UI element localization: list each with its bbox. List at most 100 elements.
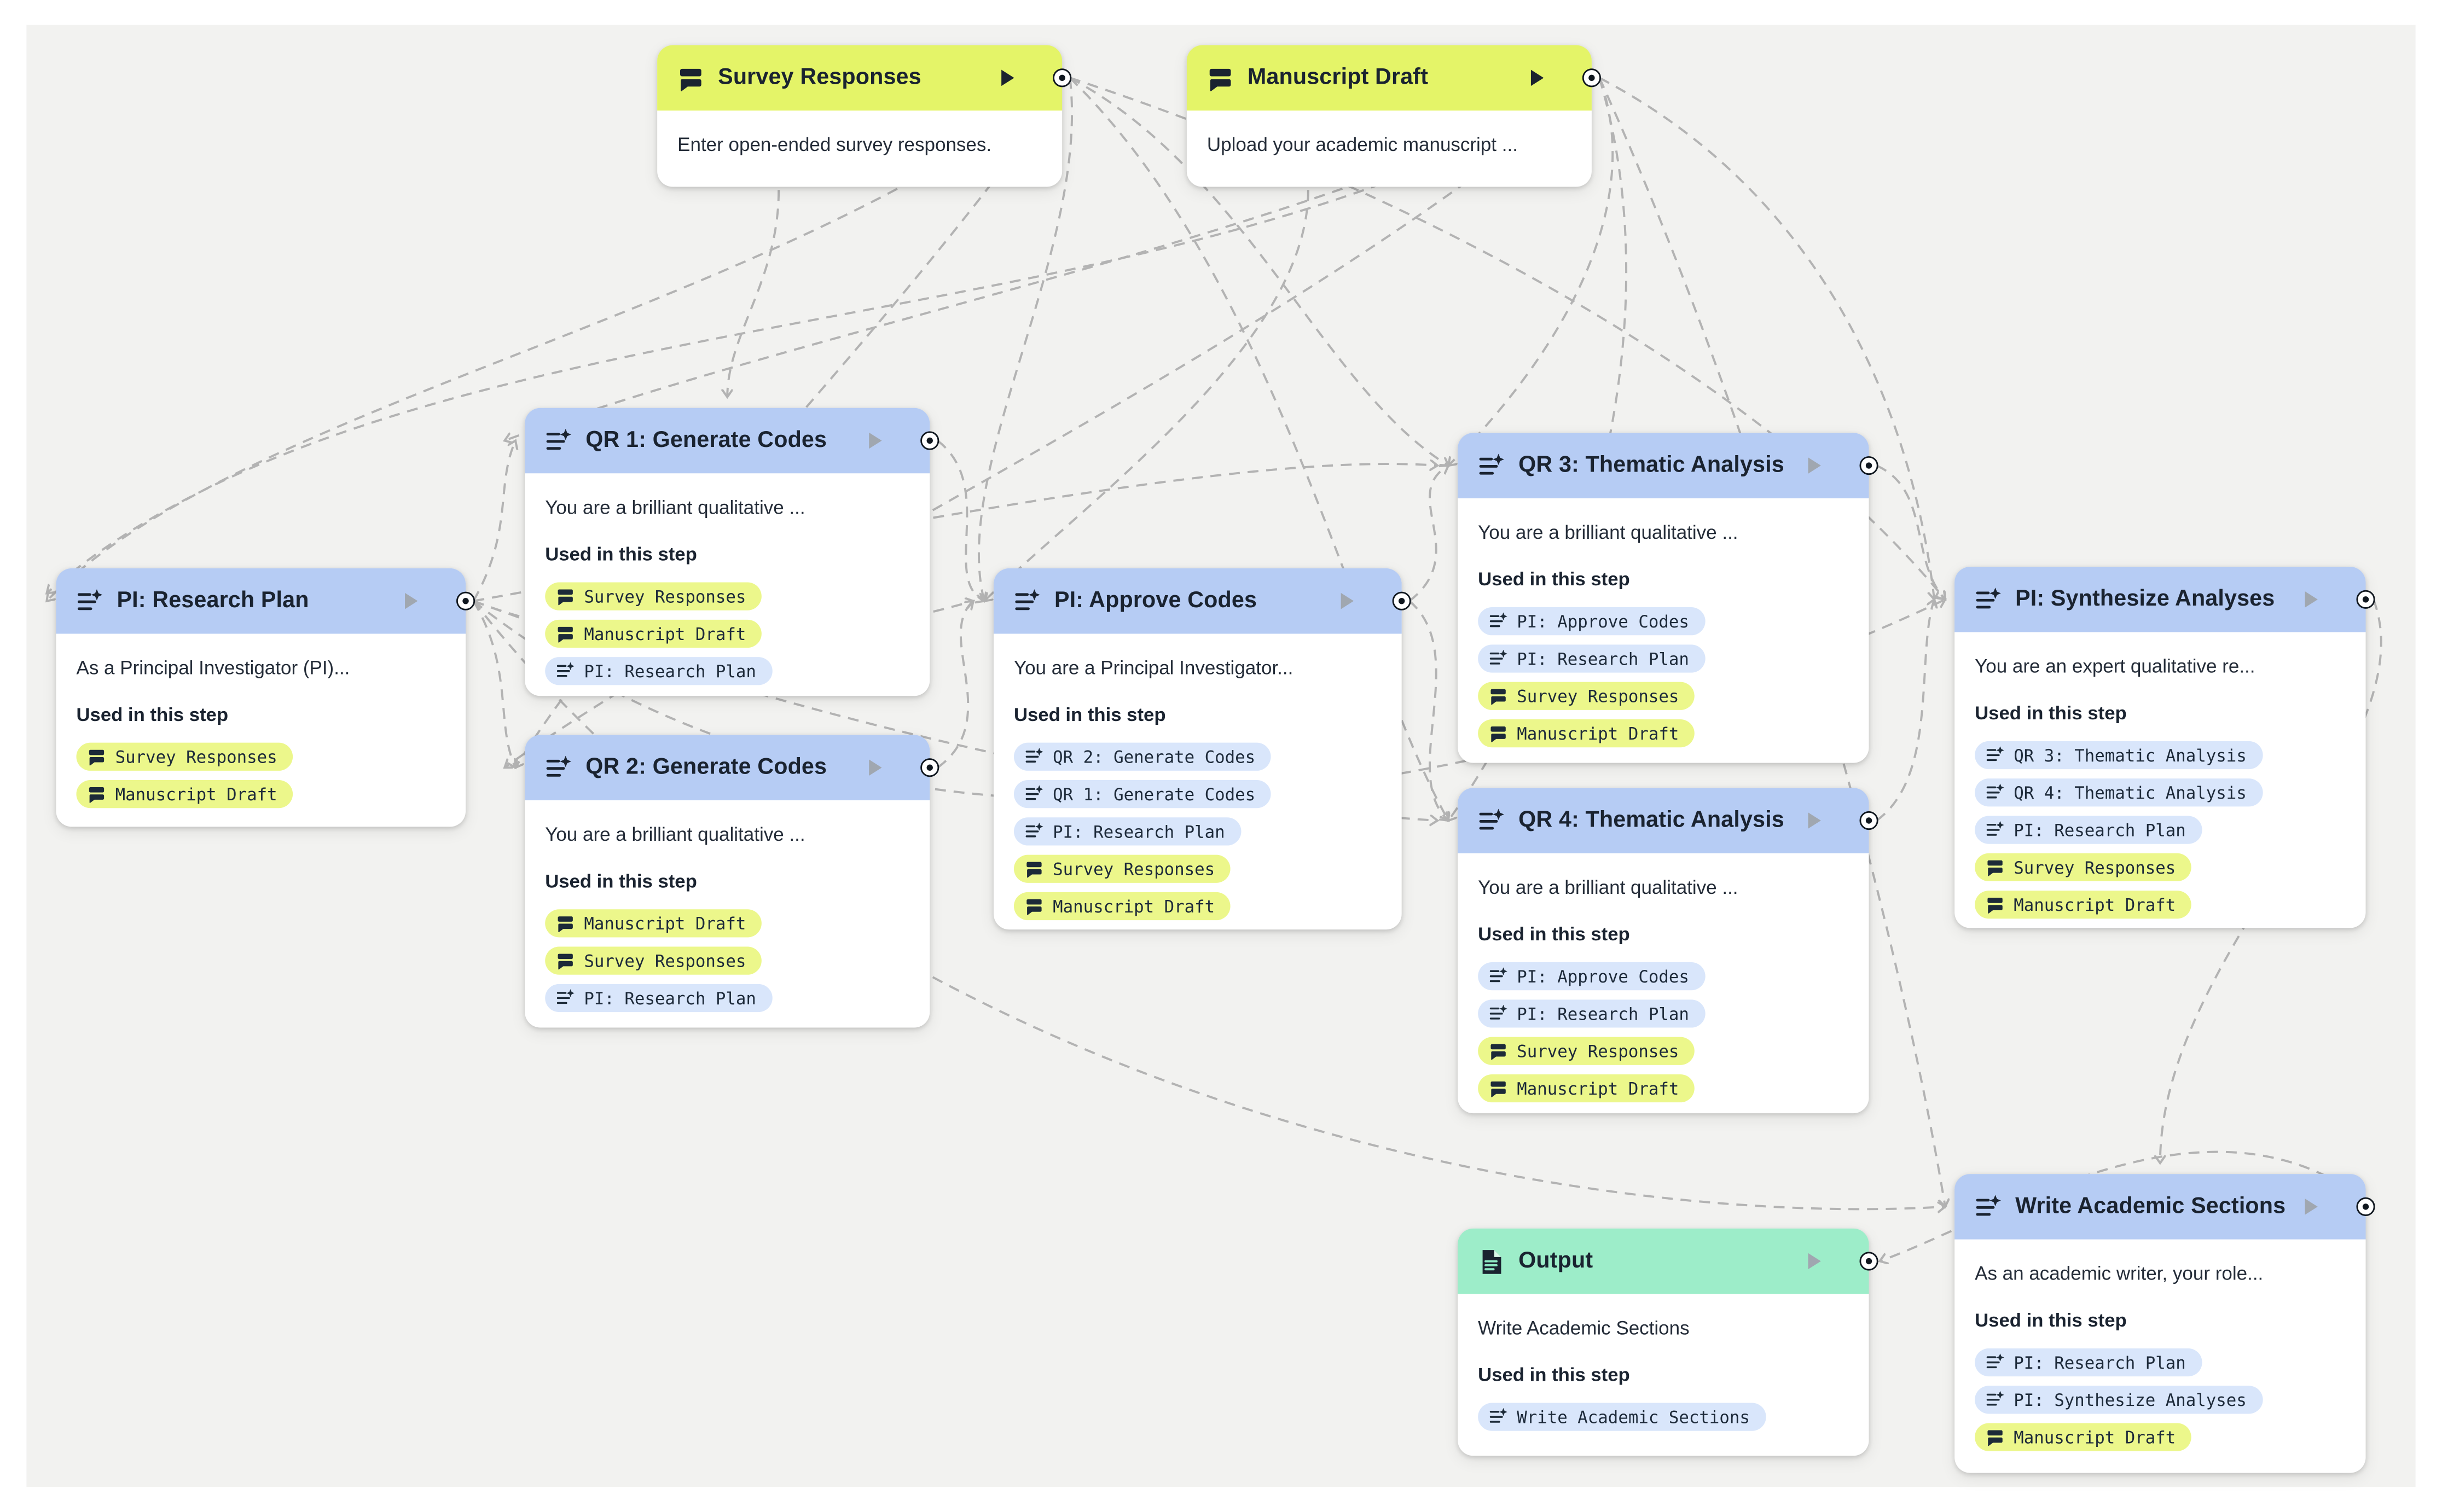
node-body: You are a brilliant qualitative ...Used … <box>525 473 930 703</box>
input-icon <box>87 747 106 766</box>
run-node-button[interactable] <box>403 592 419 610</box>
node-header[interactable]: QR 3: Thematic Analysis <box>1458 433 1878 498</box>
run-node-button[interactable] <box>1339 592 1355 610</box>
prompt-icon <box>1025 747 1043 766</box>
output-port[interactable] <box>1582 68 1601 88</box>
node-body: You are a Principal Investigator...Used … <box>994 633 1402 939</box>
edge-pi-research-plan-to-qr1-generate-codes <box>472 441 515 602</box>
node-header[interactable]: PI: Research Plan <box>56 568 475 634</box>
input-icon <box>1207 65 1233 91</box>
run-node-button[interactable] <box>1807 456 1822 475</box>
output-port[interactable] <box>1859 1252 1878 1271</box>
used-step-chip: PI: Research Plan <box>1975 1348 2202 1377</box>
run-node-button[interactable] <box>2304 1197 2319 1216</box>
input-icon <box>1489 1042 1507 1060</box>
prompt-icon <box>1975 586 2001 613</box>
used-step-chip: Manuscript Draft <box>545 909 762 938</box>
prompt-icon <box>1478 452 1504 479</box>
chip-label: PI: Synthesize Analyses <box>2014 1389 2247 1410</box>
node-body: Enter open-ended survey responses. <box>657 111 1062 176</box>
node-body: As a Principal Investigator (PI)...Used … <box>56 633 466 827</box>
node-title: Survey Responses <box>718 65 921 91</box>
edge-survey-responses-to-pi-approve-codes <box>979 78 1074 601</box>
output-port[interactable] <box>1859 456 1878 475</box>
node-description: Write Academic Sections <box>1478 1317 1690 1339</box>
output-port[interactable] <box>2356 1197 2375 1216</box>
output-port[interactable] <box>920 431 939 450</box>
used-in-step-label: Used in this step <box>1478 568 1630 590</box>
output-port[interactable] <box>456 591 475 610</box>
input-icon <box>1489 687 1507 705</box>
node-title: PI: Approve Codes <box>1054 588 1257 614</box>
used-in-step-label: Used in this step <box>1975 702 2127 724</box>
run-node-button[interactable] <box>1529 68 1545 87</box>
chip-label: Survey Responses <box>115 746 277 767</box>
edge-pi-research-plan-to-pi-synthesize-analyses <box>473 600 1945 802</box>
prompt-icon <box>556 988 575 1007</box>
node-header[interactable]: QR 1: Generate Codes <box>525 408 939 474</box>
node-header[interactable]: QR 4: Thematic Analysis <box>1458 788 1878 853</box>
node-header[interactable]: Survey Responses <box>657 45 1072 111</box>
output-port[interactable] <box>2356 590 2375 609</box>
used-step-chip: Manuscript Draft <box>1478 1074 1695 1103</box>
node-title: QR 1: Generate Codes <box>585 428 827 453</box>
node-header[interactable]: Manuscript Draft <box>1186 45 1601 111</box>
input-icon <box>1025 897 1043 915</box>
document-icon <box>1478 1248 1504 1274</box>
output-port[interactable] <box>1859 811 1878 830</box>
used-step-chip: PI: Research Plan <box>1013 817 1241 846</box>
used-step-chip: Survey Responses <box>1478 1037 1695 1065</box>
node-description: You are an expert qualitative re... <box>1975 655 2255 678</box>
node-header[interactable]: QR 2: Generate Codes <box>525 735 939 800</box>
output-port[interactable] <box>1392 591 1411 610</box>
edge-manuscript-draft-to-qr2-generate-codes <box>504 77 1600 767</box>
node-header[interactable]: PI: Synthesize Analyses <box>1954 567 2375 632</box>
run-node-button[interactable] <box>1807 811 1822 830</box>
input-icon <box>556 587 575 606</box>
prompt-icon <box>1025 785 1043 804</box>
output-port[interactable] <box>920 758 939 777</box>
edge-manuscript-draft-to-pi-synthesize-analyses <box>1599 77 1934 600</box>
node-header[interactable]: Write Academic Sections <box>1954 1174 2375 1240</box>
run-node-button[interactable] <box>867 431 883 450</box>
output-port[interactable] <box>1053 68 1072 88</box>
prompt-icon <box>1478 807 1504 834</box>
chip-label: PI: Research Plan <box>1517 1003 1689 1024</box>
node-title: QR 4: Thematic Analysis <box>1518 808 1784 833</box>
node-header[interactable]: PI: Approve Codes <box>993 568 1411 634</box>
run-node-button[interactable] <box>1807 1252 1822 1270</box>
edge-survey-responses-to-qr4-thematic-analysis <box>1069 77 1448 821</box>
used-step-chip: Survey Responses <box>1975 853 2191 882</box>
run-node-button[interactable] <box>1000 68 1015 87</box>
input-icon <box>556 914 575 933</box>
run-node-button[interactable] <box>867 758 883 777</box>
edge-write-academic-sections-to-output <box>1880 1150 2375 1261</box>
run-node-button[interactable] <box>2304 590 2319 609</box>
input-icon <box>1489 1079 1507 1097</box>
edge-qr3-thematic-analysis-to-pi-synthesize-analyses <box>1876 464 1945 600</box>
used-in-step-label: Used in this step <box>1975 1309 2127 1331</box>
prompt-icon <box>1975 1194 2001 1220</box>
chip-label: Survey Responses <box>584 950 746 971</box>
used-step-chip: Survey Responses <box>545 582 762 610</box>
chip-label: Survey Responses <box>1517 1040 1679 1061</box>
chip-label: PI: Approve Codes <box>1517 611 1689 632</box>
prompt-icon <box>1986 783 2004 802</box>
input-icon <box>1025 859 1043 878</box>
used-in-step-label: Used in this step <box>1478 923 1630 945</box>
node-header[interactable]: Output <box>1458 1228 1878 1294</box>
